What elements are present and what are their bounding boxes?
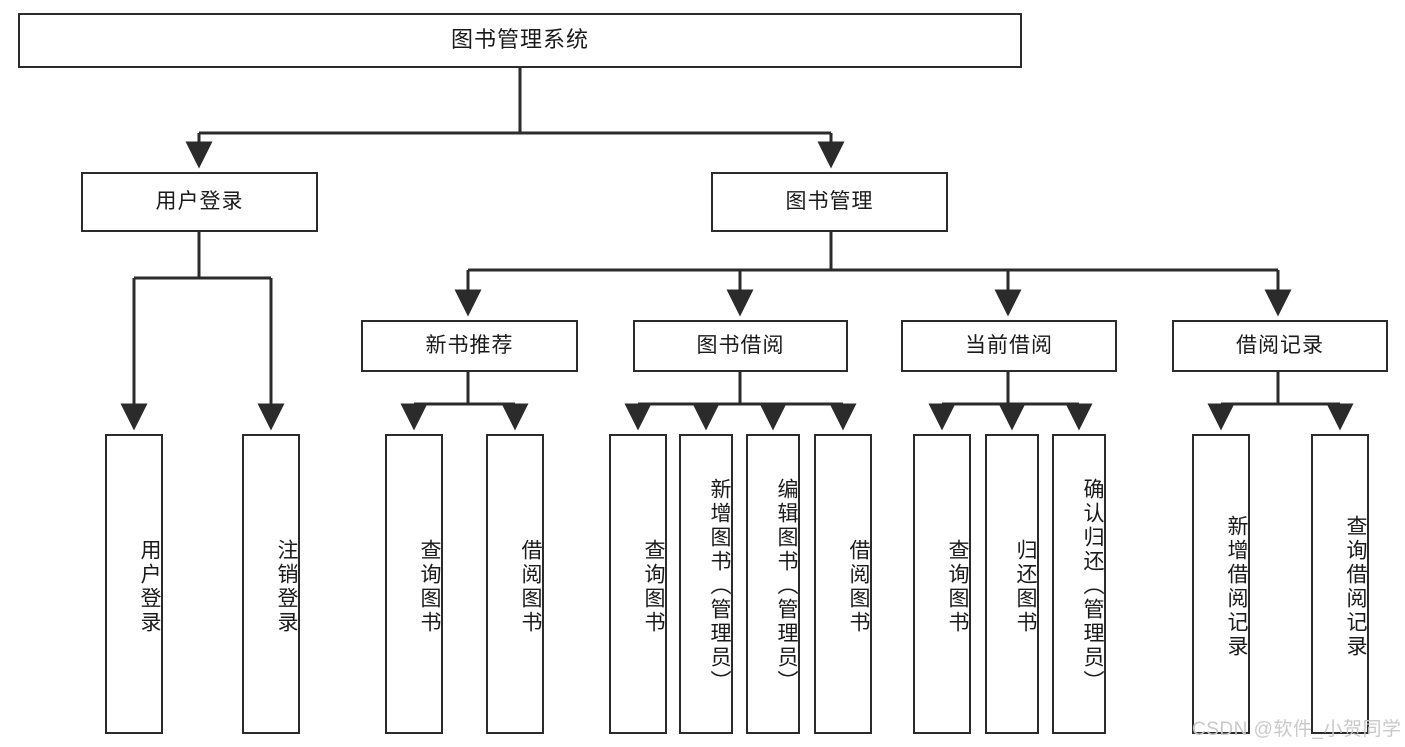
node-leaf-return-book[interactable]: 归还图书: [985, 434, 1039, 734]
node-leaf-confirm-return-admin[interactable]: 确认归还（管理员）: [1052, 434, 1106, 734]
node-leaf-query-book-recommend[interactable]: 查询图书: [385, 434, 443, 734]
node-level3-current-borrow[interactable]: 当前借阅: [901, 320, 1117, 372]
node-leaf-add-borrow-record[interactable]: 新增借阅记录: [1192, 434, 1250, 734]
node-level2-user-login[interactable]: 用户登录: [81, 172, 318, 232]
node-leaf-query-book-current[interactable]: 查询图书: [913, 434, 971, 734]
csdn-watermark: CSDN @软件_小贺同学: [1192, 719, 1402, 740]
node-leaf-user-login[interactable]: 用户登录: [105, 434, 163, 734]
node-leaf-add-book-admin[interactable]: 新增图书（管理员）: [679, 434, 733, 734]
node-leaf-borrow-book[interactable]: 借阅图书: [814, 434, 872, 734]
node-leaf-user-logout[interactable]: 注销登录: [242, 434, 300, 734]
node-leaf-borrow-book-recommend[interactable]: 借阅图书: [486, 434, 544, 734]
node-level3-new-book-recommend[interactable]: 新书推荐: [361, 320, 578, 372]
node-level3-borrow-record[interactable]: 借阅记录: [1172, 320, 1388, 372]
node-leaf-query-borrow-record[interactable]: 查询借阅记录: [1311, 434, 1369, 734]
node-level2-book-management[interactable]: 图书管理: [711, 172, 948, 232]
node-leaf-query-book-borrow[interactable]: 查询图书: [609, 434, 667, 734]
node-root[interactable]: 图书管理系统: [18, 13, 1022, 68]
node-leaf-edit-book-admin[interactable]: 编辑图书（管理员）: [746, 434, 800, 734]
node-level3-book-borrow[interactable]: 图书借阅: [633, 320, 848, 372]
